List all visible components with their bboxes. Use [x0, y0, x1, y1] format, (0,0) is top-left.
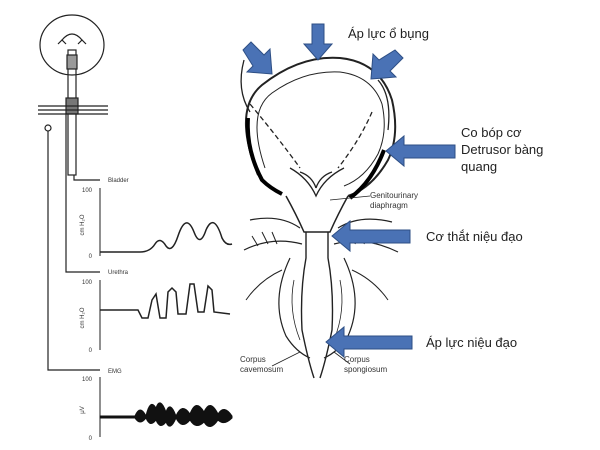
- bladder-neck: [289, 167, 345, 198]
- abdominal-pressure-arrow-left: [242, 41, 273, 75]
- emg-lead: [47, 131, 100, 371]
- emg-axis-min: 0: [89, 436, 93, 442]
- prostate: [285, 195, 349, 233]
- genitourinary-label-1: Genitourinary: [370, 191, 418, 200]
- urethra-right-wall: [319, 232, 334, 379]
- detrusor-muscle-left: [245, 117, 283, 196]
- bladder-axis-unit: cm H₂O: [80, 214, 86, 235]
- emg-axis-unit: μV: [80, 406, 86, 413]
- corpus-cavernosum-label-1: Corpus: [240, 355, 266, 364]
- sphincter-label: Cơ thắt niệu đạo: [426, 229, 523, 244]
- bladder-axis-max: 100: [82, 188, 93, 194]
- bladder-trace-panel: Bladder 100 0 cm H₂O: [80, 178, 233, 260]
- bladder-anatomy-sketch: [240, 56, 399, 379]
- corpus-cavernosum-label-2: cavemosum: [240, 365, 283, 374]
- emg-trace-title: EMG: [108, 369, 122, 375]
- genitourinary-diaphragm: [249, 217, 393, 229]
- corpus-cavernosum: [278, 257, 311, 359]
- urethra-axis-min: 0: [89, 348, 93, 354]
- emg-electrode: [44, 124, 52, 132]
- bladder-balloon: [39, 14, 105, 76]
- urethra-left-wall: [300, 232, 315, 379]
- detrusor-label-line3: quang: [461, 159, 497, 174]
- genitourinary-label-2: diaphragm: [370, 201, 408, 210]
- pelvic-guide-right: [377, 79, 390, 131]
- pelvic-guide-left: [240, 59, 251, 113]
- detrusor-arrow: [385, 134, 456, 168]
- catheter-tip-curl: [61, 33, 83, 41]
- bladder-sensor: [66, 54, 78, 70]
- urethral-pressure-arrow: [325, 325, 413, 359]
- emg-axis-max: 100: [82, 377, 93, 383]
- urethra-trace-panel: Urethra 100 0 cm H₂O: [80, 270, 231, 354]
- corpus-spongiosum-label-2: spongiosum: [344, 365, 387, 374]
- urethra-pressure-curve: [100, 283, 231, 319]
- arrows: [242, 23, 456, 359]
- bladder-axis-min: 0: [89, 254, 93, 260]
- emg-burst: [99, 402, 233, 427]
- bladder-lead: [73, 175, 100, 181]
- ureter-right: [337, 111, 373, 169]
- ureter-left: [249, 103, 301, 169]
- bladder-wall-outer: [244, 56, 397, 197]
- urethra-axis-unit: cm H₂O: [80, 307, 86, 328]
- detrusor-label-line1: Co bóp cơ: [461, 125, 522, 140]
- urethral-pressure-label: Áp lực niệu đạo: [426, 335, 517, 350]
- urethra-lead: [65, 113, 100, 273]
- bladder-pressure-curve: [100, 221, 233, 253]
- urethra-axis-max: 100: [82, 280, 93, 286]
- bladder-wall-inner: [256, 71, 385, 187]
- urethra-trace-title: Urethra: [108, 270, 129, 276]
- detrusor-label-line2: Detrusor bàng: [461, 142, 543, 157]
- abdominal-pressure-arrow-right: [370, 49, 404, 80]
- abdominal-pressure-label: Áp lực ổ bụng: [348, 26, 429, 41]
- emg-trace-panel: EMG 100 0 μV: [80, 369, 233, 442]
- corpus-spongiosum-label-1: Corpus: [344, 355, 370, 364]
- sphincter-arrow: [331, 219, 411, 253]
- bladder-trace-title: Bladder: [108, 178, 129, 184]
- catheter-schematic: [38, 14, 108, 371]
- detrusor-muscle-right: [348, 149, 386, 200]
- abdominal-pressure-arrow-top: [302, 23, 334, 61]
